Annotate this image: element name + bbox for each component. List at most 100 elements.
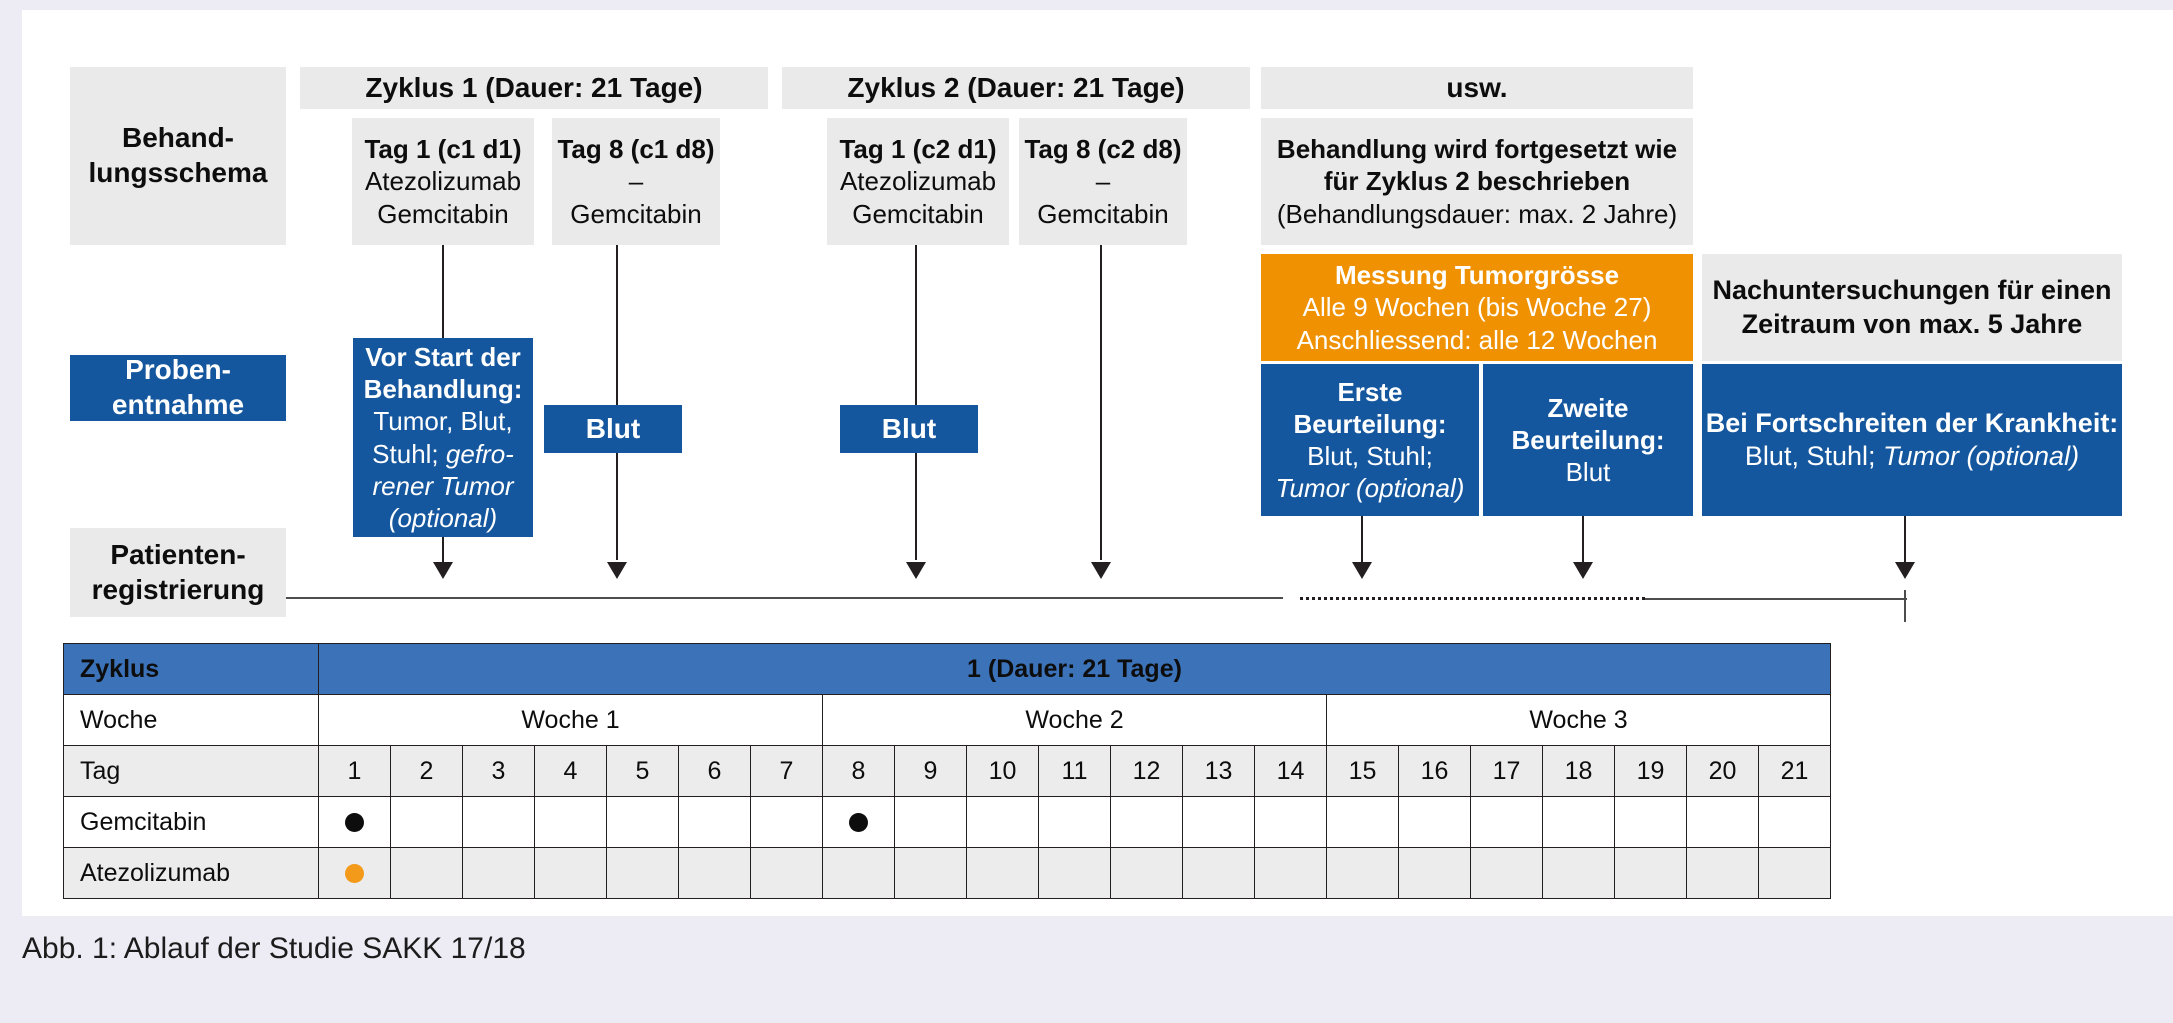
table-cell-day-3: 3	[462, 745, 535, 797]
followup-line2: Zeitraum von max. 5 Jahre	[1741, 308, 2083, 339]
table-cell-atezolizumab-day-19	[1614, 847, 1687, 899]
treatment-box-c2d8-drug1: –	[1095, 166, 1111, 197]
progression-line2: Blut, Stuhl; Tumor (optional)	[1745, 440, 2079, 473]
tumor-measurement-title: Messung Tumorgrösse	[1334, 260, 1620, 291]
first-assessment-title2: Beurteilung:	[1293, 408, 1447, 439]
table-cell-atezolizumab-day-11	[1038, 847, 1111, 899]
arrow-line-first-assessment	[1361, 516, 1363, 568]
connector-line-c2d1	[915, 245, 917, 560]
table-cell-atezolizumab-day-10	[966, 847, 1039, 899]
table-cell-atezolizumab-day-13	[1182, 847, 1255, 899]
progression-title: Bei Fortschreiten der Krankheit:	[1705, 407, 2119, 438]
table-cell-gemcitabin-day-18	[1542, 796, 1615, 848]
table-cell-gemcitabin-day-21	[1758, 796, 1831, 848]
label-sampling: Proben- entnahme	[70, 354, 286, 421]
label-registration-line2: registrierung	[91, 573, 265, 605]
cycle-header-etc-label: usw.	[1446, 71, 1508, 103]
timeline-solid-right	[1645, 598, 1907, 600]
arrow-head-c2d8	[1091, 562, 1111, 579]
table-cell-gemcitabin-day-15	[1326, 796, 1399, 848]
table-cell-day-15: 15	[1326, 745, 1399, 797]
table-cell-day-9: 9	[894, 745, 967, 797]
table-cell-day-21: 21	[1758, 745, 1831, 797]
cycle-header-1-label: Zyklus 1 (Dauer: 21 Tage)	[365, 71, 703, 103]
table-cell-day-1: 1	[318, 745, 391, 797]
treatment-box-c1d1-drug2: Gemcitabin	[377, 198, 509, 229]
table-cell-gemcitabin-day-7	[750, 796, 823, 848]
sample-box-second-assessment: Zweite Beurteilung: Blut	[1483, 364, 1693, 516]
continuation-line2: für Zyklus 2 beschrieben	[1323, 166, 1631, 197]
arrow-head-first-assessment	[1352, 562, 1372, 579]
table-cell-week-1: Woche 1	[318, 694, 823, 746]
table-cell-gemcitabin-day-3	[462, 796, 535, 848]
table-cell-week-2: Woche 2	[822, 694, 1327, 746]
table-cell-gemcitabin-day-8	[822, 796, 895, 848]
table-cell-day-12: 12	[1110, 745, 1183, 797]
timeline-solid-left	[286, 597, 1283, 599]
sample-before-start-line4: Stuhl; gefro-	[372, 438, 514, 470]
first-assessment-line3: Blut, Stuhl;	[1307, 441, 1433, 471]
table-cell-day-label: Tag	[63, 745, 319, 797]
sample-box-first-assessment: Erste Beurteilung: Blut, Stuhl; Tumor (o…	[1261, 364, 1479, 516]
tumor-measurement-line3: Anschliessend: alle 12 Wochen	[1296, 324, 1658, 355]
sample-blood-c2d1-label: Blut	[881, 412, 937, 444]
treatment-box-c2d1-drug1: Atezolizumab	[839, 166, 997, 197]
table-cell-atezolizumab-day-20	[1686, 847, 1759, 899]
arrow-head-progression	[1895, 562, 1915, 579]
table-cell-gemcitabin-day-14	[1254, 796, 1327, 848]
sample-blood-c1d8-label: Blut	[585, 412, 641, 444]
table-cell-gemcitabin-day-19	[1614, 796, 1687, 848]
sample-before-start-title1: Vor Start der	[365, 341, 521, 372]
arrow-line-progression	[1904, 516, 1906, 568]
first-assessment-title1: Erste	[1337, 376, 1403, 407]
sample-box-progression: Bei Fortschreiten der Krankheit: Blut, S…	[1702, 364, 2122, 516]
figure-caption: Abb. 1: Ablauf der Studie SAKK 17/18	[22, 932, 526, 965]
treatment-box-c2d8-title: Tag 8 (c2 d8)	[1024, 134, 1182, 165]
table-cell-week-3: Woche 3	[1326, 694, 1831, 746]
table-cell-atezolizumab-label: Atezolizumab	[63, 847, 319, 899]
followup-line1: Nachuntersuchungen für einen	[1712, 275, 2112, 306]
table-cell-day-6: 6	[678, 745, 751, 797]
table-cell-day-5: 5	[606, 745, 679, 797]
treatment-box-c1d1: Tag 1 (c1 d1) Atezolizumab Gemcitabin	[352, 118, 534, 245]
table-cell-atezolizumab-day-4	[534, 847, 607, 899]
tumor-measurement-line2: Alle 9 Wochen (bis Woche 27)	[1302, 292, 1652, 323]
progression-line2-plain: Blut, Stuhl;	[1744, 441, 1883, 471]
table-cell-atezolizumab-day-8	[822, 847, 895, 899]
table-cell-gemcitabin-day-6	[678, 796, 751, 848]
table-cell-gemcitabin-label: Gemcitabin	[63, 796, 319, 848]
table-cell-day-11: 11	[1038, 745, 1111, 797]
table-cell-gemcitabin-day-17	[1470, 796, 1543, 848]
table-cell-atezolizumab-day-15	[1326, 847, 1399, 899]
arrow-line-second-assessment	[1582, 516, 1584, 568]
table-cell-atezolizumab-day-18	[1542, 847, 1615, 899]
connector-line-c2d8	[1100, 245, 1102, 560]
table-cell-gemcitabin-day-20	[1686, 796, 1759, 848]
table-cell-gemcitabin-day-9	[894, 796, 967, 848]
table-cell-gemcitabin-day-13	[1182, 796, 1255, 848]
treatment-box-c1d8-drug2: Gemcitabin	[570, 198, 702, 229]
treatment-box-c1d8-drug1: –	[628, 166, 644, 197]
treatment-box-c1d8: Tag 8 (c1 d8) – Gemcitabin	[552, 118, 720, 245]
table-row-atezolizumab: Atezolizumab	[63, 847, 1831, 899]
sample-before-start-line5: rener Tumor	[372, 470, 514, 501]
continuation-line3: (Behandlungsdauer: max. 2 Jahre)	[1276, 198, 1678, 229]
table-row-cycle: Zyklus 1 (Dauer: 21 Tage)	[63, 643, 1831, 695]
tumor-measurement-box: Messung Tumorgrösse Alle 9 Wochen (bis W…	[1261, 254, 1693, 361]
gemcitabin-dose-marker	[849, 813, 868, 833]
arrow-head-blood-c2d1	[906, 562, 926, 579]
cycle-header-etc: usw.	[1261, 67, 1693, 109]
label-treatment-scheme-line1: Behand-	[122, 122, 234, 154]
sample-box-before-start: Vor Start der Behandlung: Tumor, Blut, S…	[353, 338, 533, 537]
connector-line-c1d1	[442, 245, 444, 338]
gemcitabin-dose-marker	[345, 813, 364, 833]
table-cell-atezolizumab-day-12	[1110, 847, 1183, 899]
table-cell-atezolizumab-day-2	[390, 847, 463, 899]
table-cell-day-2: 2	[390, 745, 463, 797]
treatment-box-c1d8-title: Tag 8 (c1 d8)	[557, 134, 715, 165]
table-row-week: Woche Woche 1 Woche 2 Woche 3	[63, 694, 1831, 746]
table-cell-day-16: 16	[1398, 745, 1471, 797]
second-assessment-title2: Beurteilung:	[1511, 424, 1665, 455]
table-cell-atezolizumab-day-14	[1254, 847, 1327, 899]
